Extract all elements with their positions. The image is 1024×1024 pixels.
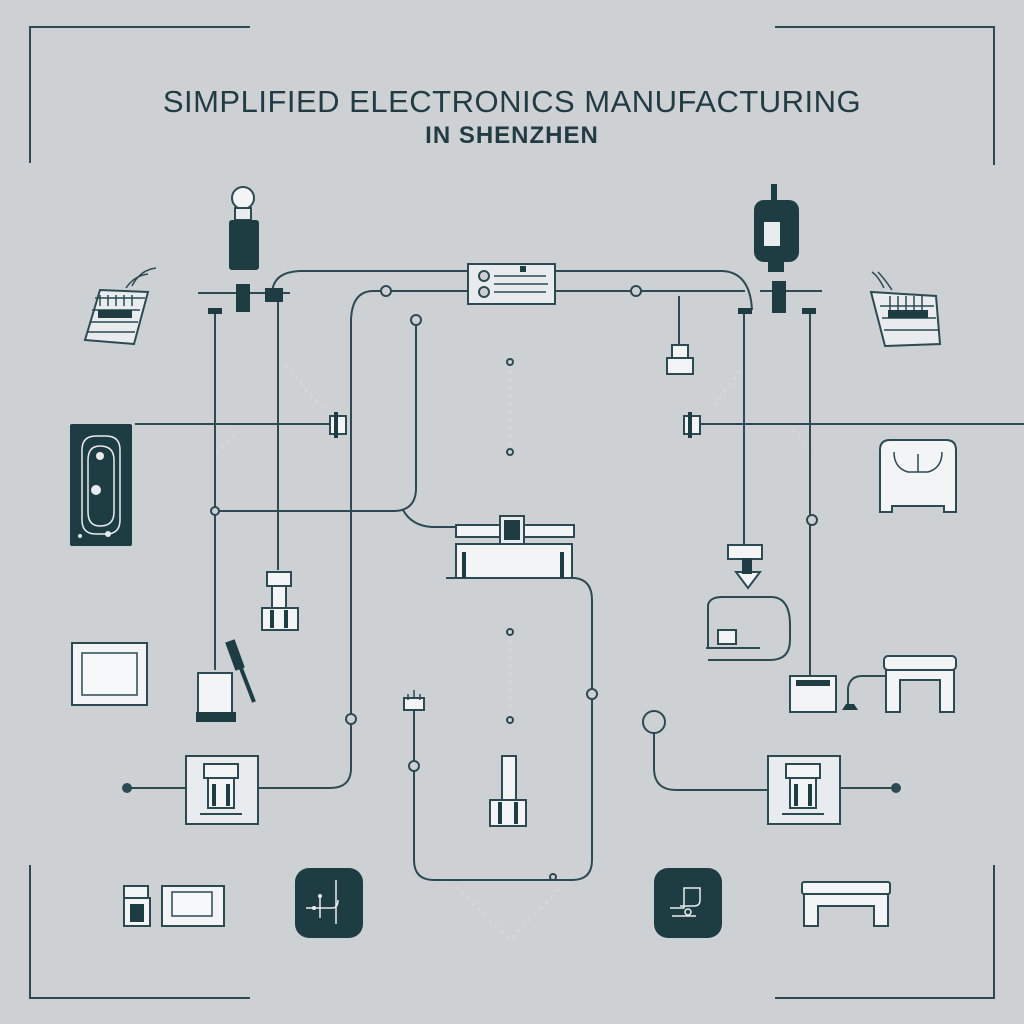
transistor-icon xyxy=(754,184,799,313)
monitor-icon xyxy=(71,642,148,706)
press-fixture-icon xyxy=(261,571,299,631)
pcb-panel-icon xyxy=(70,424,132,546)
junction-nodes xyxy=(122,285,901,881)
plug-icon xyxy=(208,288,816,314)
circuit-wiring xyxy=(127,270,1024,881)
component-column-icon xyxy=(489,755,527,827)
diagram-subtitle: IN SHENZHEN xyxy=(425,122,599,149)
tray-icon xyxy=(161,885,225,927)
diagram-title: SIMPLIFIED ELECTRONICS MANUFACTURING xyxy=(162,84,862,119)
guide-lines xyxy=(215,362,813,942)
light-bulb-icon xyxy=(642,710,666,734)
small-base-icon xyxy=(842,704,858,710)
circuit-board-icon xyxy=(83,267,157,346)
soldering-iron-icon xyxy=(196,639,256,722)
bench-icon xyxy=(123,885,151,927)
dispenser-icon xyxy=(706,544,763,649)
press-machine-icon xyxy=(767,755,841,825)
terminal-block-icon xyxy=(467,263,556,305)
seat-module-icon xyxy=(879,439,957,513)
component-box-icon xyxy=(789,675,837,713)
plug-icon xyxy=(403,690,425,711)
connector-icon xyxy=(329,412,701,438)
switch-icon xyxy=(654,868,722,938)
capacitor-icon xyxy=(229,186,259,312)
circuit-board-icon xyxy=(869,271,942,348)
stool-icon xyxy=(883,655,957,713)
chip-icon xyxy=(295,868,363,938)
workbench-chip-icon xyxy=(455,515,575,579)
fuse-icon xyxy=(666,344,694,375)
frame-brackets xyxy=(29,26,995,999)
press-machine-icon xyxy=(185,755,259,825)
workbench-icon xyxy=(801,881,891,927)
